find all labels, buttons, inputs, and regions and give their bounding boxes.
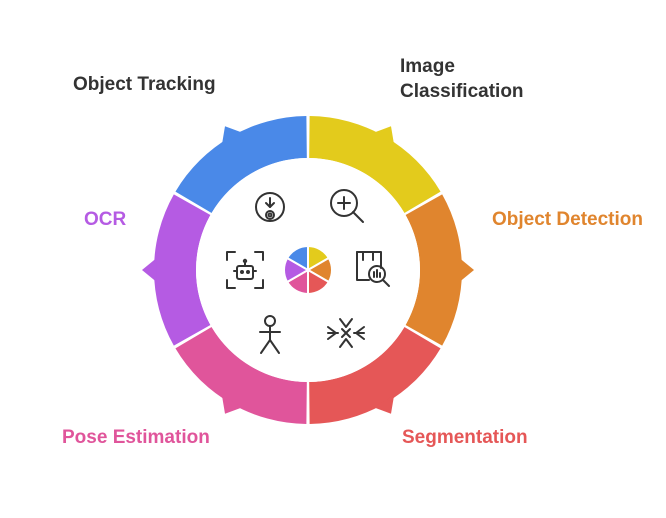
- ring-segment-object-tracking: [175, 116, 307, 213]
- ring-segment-segmentation: [309, 327, 441, 424]
- ring-arrow-ocr: [142, 258, 157, 282]
- ring-segment-ocr: [153, 194, 211, 346]
- ring-arrow-object-tracking: [221, 126, 243, 145]
- label-object-detection: Object Detection: [492, 209, 643, 230]
- robot-scan-icon: [226, 251, 264, 289]
- ring-segment-object-detection: [405, 194, 463, 346]
- location-pin-icon: [255, 192, 285, 222]
- ring-segment-image-classification: [309, 116, 441, 213]
- ring-arrow-pose-estimation: [221, 395, 243, 414]
- ring-arrow-image-classification: [373, 126, 395, 145]
- stick-figure-icon: [259, 315, 281, 354]
- label-image-classification-line2: Classification: [400, 81, 524, 102]
- label-segmentation: Segmentation: [402, 427, 528, 448]
- label-object-tracking: Object Tracking: [73, 74, 216, 95]
- ring-arrow-object-detection: [459, 258, 474, 282]
- label-image-classification: Image Classification: [400, 54, 524, 104]
- label-image-classification-line1: Image: [400, 56, 455, 77]
- ring-segment-pose-estimation: [175, 327, 307, 424]
- center-pie-slice-object-tracking: [285, 244, 309, 272]
- ring-arrow-segmentation: [373, 395, 395, 414]
- arrows-converge-icon: [327, 318, 365, 348]
- zoom-in-icon: [330, 189, 364, 223]
- label-ocr: OCR: [84, 209, 127, 230]
- label-pose-estimation: Pose Estimation: [62, 427, 210, 448]
- document-search-icon: [356, 251, 390, 287]
